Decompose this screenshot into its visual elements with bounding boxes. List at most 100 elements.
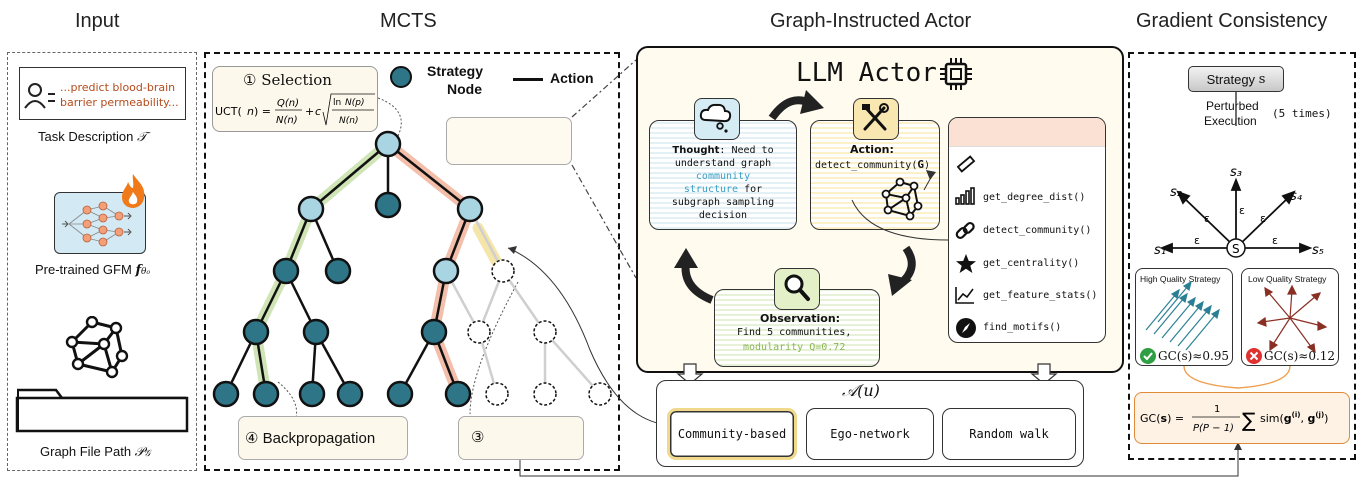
mcts-panel	[204, 52, 620, 471]
tool-degree-dist: get_degree_dist()	[983, 192, 1086, 203]
svg-text:ε: ε	[1260, 212, 1266, 225]
unexpanded-node	[467, 320, 491, 344]
strategy-node	[272, 257, 300, 285]
svg-text:N(n): N(n)	[276, 115, 298, 126]
selection-box: ① Selection UCT( n ) = Q(n) N(n) + c ln …	[212, 66, 378, 132]
perturbed-line2: Execution	[1204, 114, 1257, 128]
observation-line2: modularity Q=0.72	[743, 342, 846, 353]
expansion-box: ③	[458, 416, 584, 460]
unexpanded-node	[533, 320, 557, 344]
gc-formula: GC(s) = 1 P(P − 1) ∑ sim(g(i), g(j))	[1140, 404, 1328, 434]
line-chart-icon	[955, 287, 974, 304]
star-icon	[956, 254, 976, 273]
task-card: ...predict blood-brain barrier permeabil…	[19, 67, 186, 120]
option-random-walk[interactable]: Random walk	[942, 408, 1076, 460]
svg-text:s₄: s₄	[1290, 189, 1303, 204]
actor-title: LLM Actor	[796, 58, 937, 88]
strategy-node	[374, 191, 402, 219]
svg-text:N(n): N(n)	[339, 116, 358, 126]
mcts-tree	[212, 97, 612, 419]
option-community-based[interactable]: Community-based	[667, 408, 797, 460]
user-icon	[24, 83, 55, 109]
action-graph-icon	[881, 177, 923, 221]
svg-text:ε: ε	[1194, 234, 1200, 247]
expansion-label: ③	[471, 428, 485, 446]
strategy-node	[444, 380, 472, 408]
thought-text: Thought: Need to understand graph commun…	[671, 145, 775, 221]
compass-icon	[956, 318, 976, 338]
svg-text:+: +	[305, 105, 314, 118]
input-panel	[7, 52, 197, 471]
legend-node-line2: Node	[447, 81, 482, 97]
svg-text:GC(s) =: GC(s) =	[1140, 412, 1184, 425]
folder-icon	[15, 388, 189, 433]
magnifier-icon	[784, 274, 810, 301]
unexpanded-node	[485, 382, 509, 406]
graph-path-label: Graph File Path 𝒫𝒢	[40, 444, 151, 460]
svg-text:n: n	[247, 105, 254, 118]
action-title: Action:	[850, 143, 894, 156]
strategy-node	[432, 257, 460, 285]
action-space-label: 𝒜(u)	[842, 381, 880, 400]
strategy-box: Strategy s	[1188, 66, 1284, 92]
svg-text:s₁: s₁	[1154, 243, 1166, 258]
neural-network-icon	[62, 201, 132, 247]
strategy-node	[324, 257, 352, 285]
link-icon	[955, 221, 975, 240]
unexpanded-node	[588, 382, 612, 406]
gradient-header: Gradient Consistency	[1136, 10, 1328, 32]
svg-text:ε: ε	[1239, 204, 1245, 217]
backprop-guide	[277, 381, 298, 419]
strategy-node	[297, 195, 325, 223]
low-quality-score: GC(s)≈0.12	[1264, 349, 1336, 363]
mcts-placeholder-box	[446, 117, 572, 165]
option-ego-network[interactable]: Ego-network	[806, 408, 934, 460]
svg-text:N(p): N(p)	[345, 98, 364, 108]
strategy-node	[456, 195, 484, 223]
tool-find-motifs: find_motifs()	[983, 322, 1062, 333]
center-node	[1226, 238, 1246, 258]
action-call: detect_community(G)	[815, 158, 931, 171]
legend-node-icon	[390, 66, 412, 88]
ruler-icon	[956, 155, 976, 173]
svg-text:S: S	[1232, 242, 1240, 256]
strategy-node	[242, 318, 270, 346]
expansion-guide	[469, 281, 519, 415]
unexpanded-node	[533, 382, 557, 406]
selection-guide	[377, 97, 402, 137]
backprop-label: ④ Backpropagation	[245, 430, 376, 447]
observation-line1: Find 5 communities,	[737, 327, 852, 338]
tools-icon	[862, 103, 889, 131]
uct-formula: UCT( n ) = Q(n) N(n) + c ln N(p) N(n)	[215, 93, 375, 126]
svg-text:ln: ln	[333, 98, 341, 108]
high-quality-title: High Quality Strategy	[1140, 274, 1221, 284]
low-quality-title: Low Quality Strategy	[1248, 274, 1327, 284]
perturbed-times: (5 times)	[1272, 107, 1332, 120]
low-quality-arrows	[1256, 284, 1328, 354]
gfm-label: Pre-trained GFM fθ₀	[35, 262, 151, 278]
tools-panel	[948, 117, 1106, 343]
perturbation-star: S s₁ s₂ s₃ s₄ s₅ ε ε ε ε ε	[1154, 92, 1324, 258]
tools-panel-header	[949, 118, 1105, 147]
backprop-box: ④ Backpropagation	[238, 416, 408, 460]
strategy-node	[212, 380, 240, 408]
high-quality-score: GC(s)≈0.95	[1158, 349, 1230, 363]
high-quality-arrows	[1145, 280, 1220, 351]
graph-icon	[65, 316, 129, 379]
strategy-node	[386, 380, 414, 408]
strategy-node	[298, 380, 326, 408]
bar-chart-icon	[955, 187, 975, 205]
expansion-path	[472, 222, 506, 274]
strategy-node	[302, 318, 330, 346]
task-text-line2: barrier permeability...	[60, 96, 179, 109]
legend-action-label: Action	[550, 70, 594, 86]
strategy-node	[420, 318, 448, 346]
tool-feature-stats: get_feature_stats()	[983, 290, 1098, 301]
input-header: Input	[75, 10, 120, 32]
mcts-header: MCTS	[380, 10, 437, 32]
legend-node-line1: Strategy	[427, 63, 484, 79]
